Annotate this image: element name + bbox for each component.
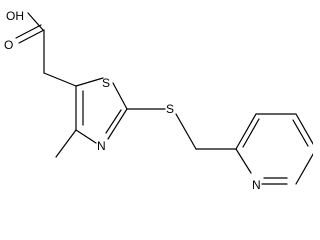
bond-c5-s1: [75, 77, 104, 87]
bond-pyr-c4-c5: [295, 113, 313, 145]
bond-n3-c4: [75, 129, 97, 144]
atom-label-thiazole-n: N: [97, 139, 106, 153]
atom-label-oh: OH: [6, 9, 24, 23]
bond-c-oh: [27, 12, 44, 31]
atom-label-thiazole-s: S: [102, 76, 110, 90]
bond-s-ch2: [175, 113, 197, 150]
bond-ch2-thiazole: [43, 72, 77, 87]
bond-c4-methyl: [55, 129, 77, 158]
bond-pyr-c2-n1: [235, 148, 252, 174]
bond-c2-n3-inner: [105, 109, 122, 134]
bond-pyr-c4-c5-inner: [292, 119, 309, 147]
bond-c2-n3: [107, 108, 128, 140]
bond-s1-c2: [112, 82, 128, 110]
bond-pyr-c2-c3-inner: [242, 118, 260, 148]
atom-label-o: O: [4, 38, 13, 52]
structure-diagram: OH O S S N N: [4, 9, 313, 192]
bond-pyr-c2-c3: [235, 113, 257, 150]
atom-label-thioether-s: S: [166, 102, 174, 116]
atom-label-pyridine-n: N: [252, 178, 261, 192]
bond-c-o-double-2: [15, 24, 42, 39]
bond-c-o-double-1: [18, 29, 45, 44]
bond-pyr-c5-c6: [295, 153, 313, 185]
